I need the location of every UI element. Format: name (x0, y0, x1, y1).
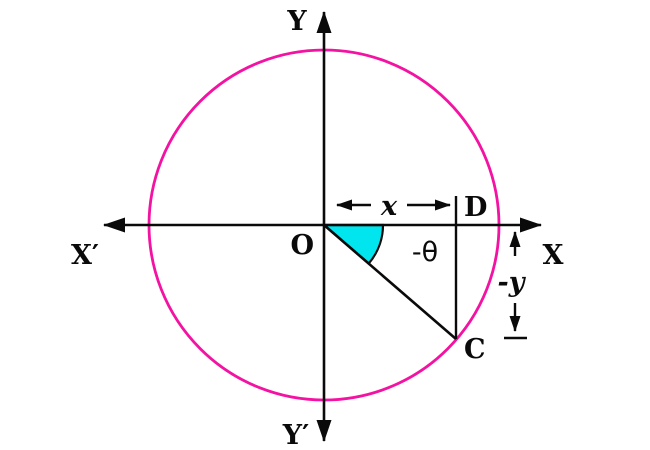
label-x-axis-left: X′ (71, 240, 99, 271)
label-point-d: D (464, 192, 487, 223)
label-x-axis-right: X (543, 240, 564, 271)
label-y-axis-bottom: Y′ (282, 420, 309, 450)
label-x-dimension: x (380, 191, 398, 222)
label-y-dimension: -y (498, 267, 527, 298)
label-origin: O (290, 230, 314, 261)
label-angle-theta: -θ (412, 237, 438, 268)
radius-line-oc (323, 224, 457, 340)
label-point-c: C (464, 334, 486, 365)
angle-wedge (321, 223, 385, 266)
label-y-axis-top: Y (286, 6, 307, 37)
